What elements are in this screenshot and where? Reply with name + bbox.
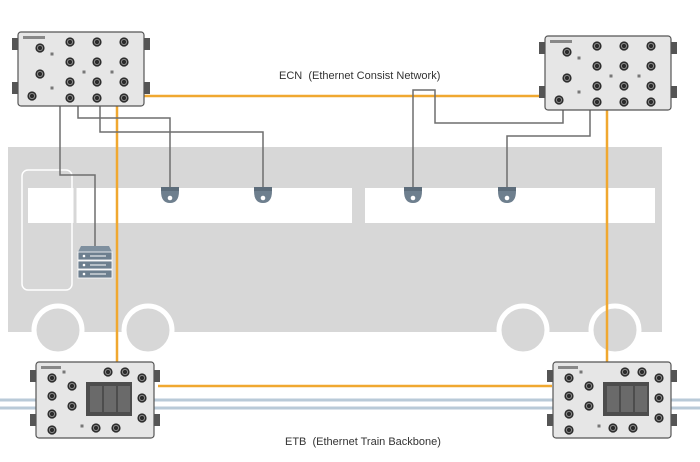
etb-switch-right — [547, 361, 677, 439]
dome-camera-icon — [161, 187, 179, 203]
wheel-3 — [496, 303, 550, 357]
etb-label: ETB (Ethernet Train Backbone) — [285, 436, 441, 448]
train-wheels — [31, 303, 642, 357]
camera-link-3 — [412, 89, 564, 187]
dome-camera-icon — [404, 187, 422, 203]
train-window-left — [28, 188, 352, 223]
camera-link-1 — [77, 100, 171, 187]
train-cab-door — [21, 169, 73, 291]
gray-links — [59, 89, 591, 248]
train-car-body — [8, 147, 662, 332]
ecn-label: ECN (Ethernet Consist Network) — [279, 70, 441, 82]
wheel-2 — [121, 303, 175, 357]
dome-camera-icon — [498, 187, 516, 203]
camera-link-2 — [99, 100, 264, 187]
etb-switch-left — [30, 361, 160, 439]
ecn-switch-right — [539, 35, 677, 111]
orange-links — [115, 94, 609, 388]
camera-link-4 — [506, 108, 591, 187]
server-link — [59, 100, 96, 248]
dome-camera-icon — [254, 187, 272, 203]
ecn-switch-left — [12, 31, 150, 107]
wheel-1 — [31, 303, 85, 357]
wheel-4 — [588, 303, 642, 357]
server-stack-icon — [77, 246, 113, 279]
